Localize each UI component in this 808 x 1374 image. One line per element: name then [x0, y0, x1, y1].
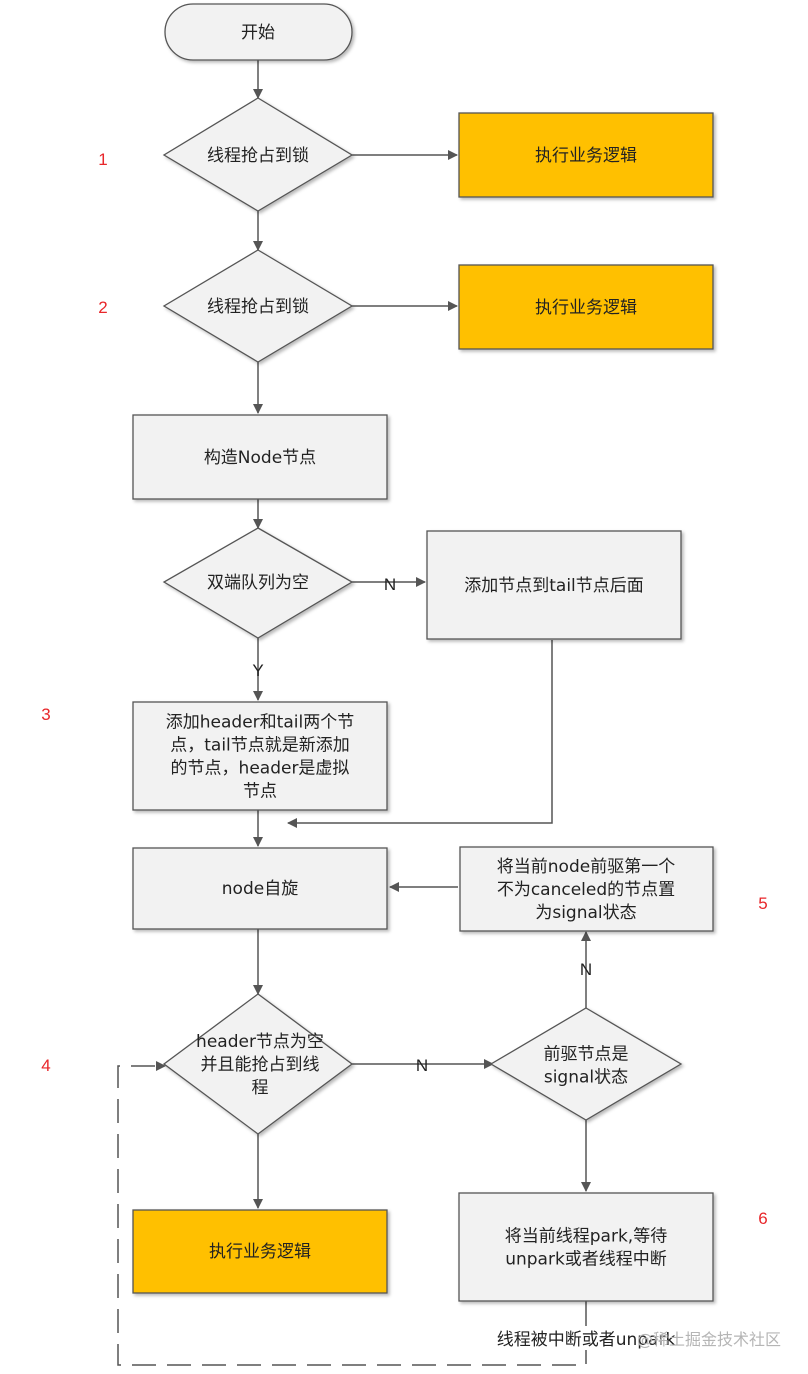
label-line: 不为canceled的节点置	[497, 880, 675, 900]
construct-node-label: 构造Node节点	[204, 448, 316, 468]
decision-queue-empty-label: 双端队列为空	[207, 573, 309, 593]
edge-label-pred-not-signal: N	[580, 960, 592, 979]
label-line: 并且能抢占到线	[201, 1055, 320, 1075]
label-line: 前驱节点是	[544, 1045, 629, 1065]
set-signal-box: 将当前node前驱第一个不为canceled的节点置为signal状态	[459, 846, 714, 932]
edge-label-header-not-empty: N	[416, 1056, 428, 1075]
add-after-tail-label: 添加节点到tail节点后面	[464, 576, 644, 596]
step-number-5: 5	[758, 894, 767, 913]
step-numbers: 1 2 3 4 5 6	[41, 150, 767, 1228]
step-number-1: 1	[98, 150, 107, 169]
edge-label-bg	[478, 1326, 694, 1350]
edge-label-interrupted-or-unpark: 线程被中断或者unpark	[497, 1330, 676, 1350]
watermark: @稀土掘金技术社区	[637, 1330, 781, 1349]
decision-acquire-lock-2-label: 线程抢占到锁	[207, 297, 309, 317]
edge-labels: N Y N N 线程被中断或者unpark	[252, 575, 694, 1350]
step-number-6: 6	[758, 1209, 767, 1228]
label-line: node自旋	[222, 879, 298, 899]
label-line: 执行业务逻辑	[535, 298, 637, 318]
step-number-3: 3	[41, 705, 50, 724]
construct-node-box: 构造Node节点	[132, 414, 388, 500]
execute-logic-3-box: 执行业务逻辑	[132, 1209, 388, 1294]
decision-queue-empty: 双端队列为空	[162, 527, 354, 639]
label-line: 为signal状态	[535, 903, 636, 923]
label-line: 节点	[243, 782, 277, 802]
add-header-tail-box: 添加header和tail两个节点，tail节点就是新添加的节点，header是…	[132, 701, 388, 811]
edge-add-after-tail-to-merge	[287, 640, 553, 828]
decision-acquire-lock-2: 线程抢占到锁	[162, 249, 354, 363]
label-line: signal状态	[544, 1068, 628, 1088]
edge-label-queue-not-empty: N	[384, 575, 396, 594]
label-line: 线程抢占到锁	[207, 297, 309, 317]
label-line: 双端队列为空	[207, 573, 309, 593]
decision-acquire-lock-1-label: 线程抢占到锁	[207, 146, 309, 166]
edges	[117, 60, 591, 1366]
add-after-tail-box: 添加节点到tail节点后面	[426, 530, 682, 640]
step-number-4: 4	[41, 1056, 50, 1075]
execute-logic-2-label: 执行业务逻辑	[535, 298, 637, 318]
start-terminator: 开始	[164, 3, 353, 61]
park-thread-label: 将当前线程park,等待 unpark或者线程中断	[505, 1227, 667, 1270]
node-spin-box: node自旋	[132, 847, 388, 930]
decision-pred-signal: 前驱节点是 signal状态	[489, 1007, 683, 1121]
execute-logic-1-label: 执行业务逻辑	[535, 146, 637, 166]
label-line: 将当前线程park,等待	[505, 1227, 667, 1247]
decision-pred-signal-label: 前驱节点是 signal状态	[544, 1045, 629, 1088]
label-line: unpark或者线程中断	[505, 1250, 667, 1270]
label-line: 构造Node节点	[204, 448, 316, 468]
execute-logic-1-box: 执行业务逻辑	[458, 112, 714, 198]
label-line: 添加header和tail两个节	[166, 713, 354, 733]
label-line: 线程抢占到锁	[207, 146, 309, 166]
node-spin-label: node自旋	[222, 879, 298, 899]
edge-label-queue-empty: Y	[252, 661, 263, 680]
decision-header-empty: header节点为空并且能抢占到线程	[162, 993, 354, 1135]
label-line: 添加节点到tail节点后面	[464, 576, 644, 596]
start-label: 开始	[241, 23, 275, 43]
step-number-2: 2	[98, 298, 107, 317]
label-line: 开始	[241, 23, 275, 43]
label-line: 的节点，header是虚拟	[171, 759, 350, 779]
nodes: 开始 线程抢占到锁 执行业务逻辑 线程抢占到锁 执行业务逻辑 构造Node节点	[132, 3, 714, 1302]
decision-acquire-lock-1: 线程抢占到锁	[162, 97, 354, 212]
edge-loop-back-dashed	[117, 1061, 587, 1366]
label-line: 执行业务逻辑	[535, 146, 637, 166]
set-signal-label: 将当前node前驱第一个不为canceled的节点置为signal状态	[497, 857, 675, 923]
decision-header-empty-label: header节点为空并且能抢占到线程	[196, 1032, 324, 1098]
label-line: header节点为空	[196, 1032, 324, 1052]
label-line: 点，tail节点就是新添加	[170, 736, 350, 756]
execute-logic-2-box: 执行业务逻辑	[458, 264, 714, 350]
label-line: 程	[252, 1078, 269, 1098]
add-header-tail-label: 添加header和tail两个节点，tail节点就是新添加的节点，header是…	[166, 713, 354, 802]
execute-logic-3-label: 执行业务逻辑	[209, 1242, 311, 1262]
park-thread-box: 将当前线程park,等待 unpark或者线程中断	[458, 1192, 714, 1302]
label-line: 将当前node前驱第一个	[497, 857, 675, 877]
label-line: 执行业务逻辑	[209, 1242, 311, 1262]
